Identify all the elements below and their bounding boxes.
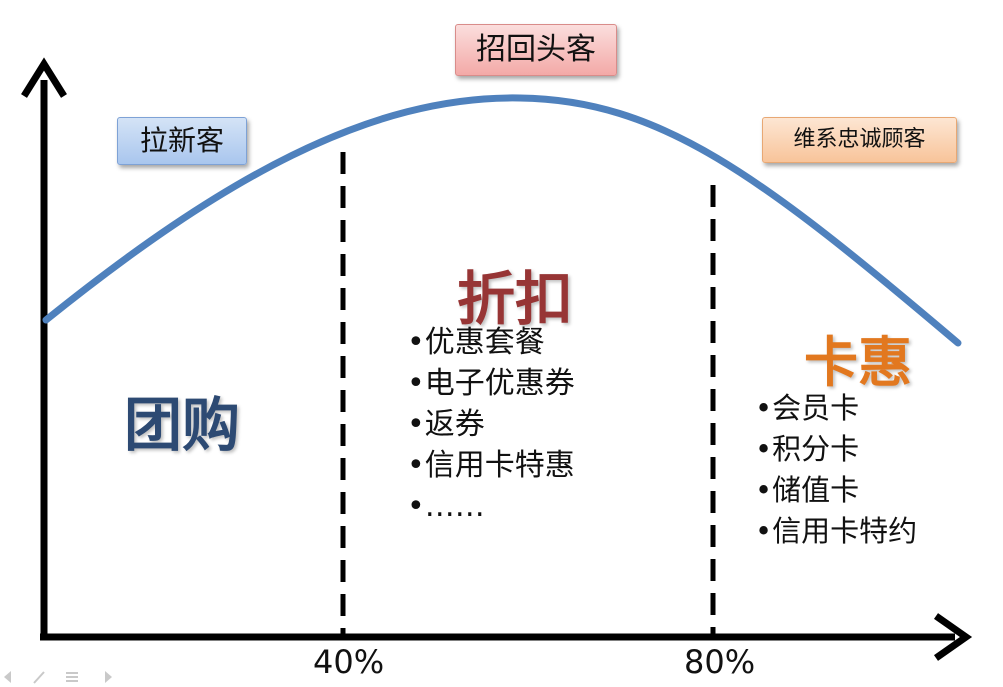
heading-group-buy: 团购: [124, 391, 241, 459]
y-axis-arrowhead: [21, 57, 67, 98]
list-item: 储值卡: [755, 470, 917, 511]
prev-slide-icon[interactable]: [4, 671, 11, 683]
list-item: ……: [407, 486, 575, 527]
stage-tag-loyal-customers: 维系忠诚顾客: [762, 117, 957, 163]
list-item: 会员卡: [755, 388, 917, 429]
axis-tick-40: 40%: [313, 643, 385, 681]
heading-card: 卡惠: [804, 330, 912, 394]
x-axis-arrowhead: [933, 613, 973, 661]
list-item: 积分卡: [755, 429, 917, 470]
stage-tag-recall-customers: 招回头客: [455, 24, 617, 76]
list-item: 信用卡特惠: [407, 445, 575, 486]
axis-tick-80: 80%: [684, 643, 756, 681]
discount-list: 优惠套餐 电子优惠券 返券 信用卡特惠 ……: [407, 322, 575, 527]
list-item: 电子优惠券: [407, 363, 575, 404]
next-slide-icon[interactable]: [105, 671, 112, 683]
pen-icon[interactable]: [33, 671, 45, 684]
card-list: 会员卡 积分卡 储值卡 信用卡特约: [755, 388, 917, 552]
list-item: 信用卡特约: [755, 511, 917, 552]
list-item: 优惠套餐: [407, 322, 575, 363]
list-item: 返券: [407, 404, 575, 445]
lifecycle-curve: [42, 94, 962, 347]
slide-nav-toolbar: [4, 671, 112, 684]
stage-tag-new-customers: 拉新客: [117, 117, 247, 165]
menu-icon[interactable]: [66, 672, 78, 682]
